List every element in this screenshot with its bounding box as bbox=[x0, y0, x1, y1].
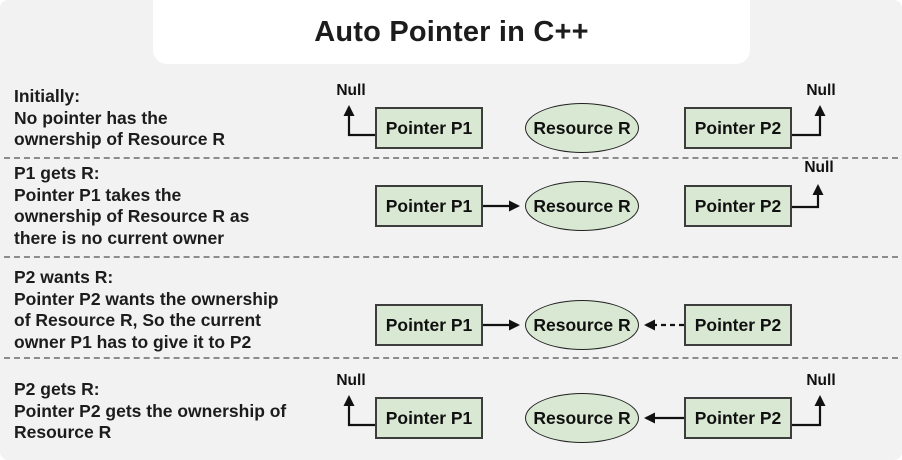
row3-description: P2 wants R: Pointer P2 wants the ownersh… bbox=[14, 267, 279, 352]
row2-null-label-right: Null bbox=[804, 159, 834, 176]
row4-pointer-p1-label: Pointer P1 bbox=[385, 407, 473, 428]
row4-description: P2 gets R: Pointer P2 gets the ownership… bbox=[14, 379, 287, 442]
row3-pointer-p1-node: Pointer P1 bbox=[375, 304, 483, 346]
row1-pointer-p1-label: Pointer P1 bbox=[385, 117, 473, 138]
row1-pointer-p2-label: Pointer P2 bbox=[694, 117, 782, 138]
row3-pointer-p2-label: Pointer P2 bbox=[694, 314, 782, 335]
row2-resource-node: Resource R bbox=[525, 181, 639, 231]
row1-description: Initially: No pointer has the ownership … bbox=[14, 86, 226, 149]
row4-resource-node: Resource R bbox=[525, 393, 639, 443]
row4-resource-label: Resource R bbox=[533, 407, 631, 428]
row3-pointer-p1-label: Pointer P1 bbox=[385, 314, 473, 335]
row1-resource-node: Resource R bbox=[525, 103, 639, 153]
row2-pointer-p2-node: Pointer P2 bbox=[684, 185, 792, 227]
row3-resource-node: Resource R bbox=[525, 300, 639, 350]
row2-pointer-p1-node: Pointer P1 bbox=[375, 185, 483, 227]
row1-pointer-p1-node: Pointer P1 bbox=[375, 107, 483, 149]
page-title: Auto Pointer in C++ bbox=[314, 15, 589, 48]
row4-pointer-p2-label: Pointer P2 bbox=[694, 407, 782, 428]
row4-p1-to-null-connector bbox=[343, 395, 375, 427]
row2-pointer-p2-label: Pointer P2 bbox=[694, 195, 782, 216]
row1-null-label-right: Null bbox=[806, 82, 836, 99]
row2-p2-to-null-connector bbox=[792, 184, 824, 209]
row1-null-label-left: Null bbox=[336, 82, 366, 99]
row1-p1-to-null-connector bbox=[343, 105, 375, 137]
row4-null-label-left: Null bbox=[336, 372, 366, 389]
row2-pointer-p1-label: Pointer P1 bbox=[385, 195, 473, 216]
row3-resource-label: Resource R bbox=[533, 314, 631, 335]
row1-resource-label: Resource R bbox=[533, 117, 631, 138]
row4-pointer-p2-node: Pointer P2 bbox=[684, 397, 792, 439]
row-separator-2 bbox=[4, 256, 898, 258]
row-separator-3 bbox=[4, 357, 898, 359]
title-card: Auto Pointer in C++ bbox=[153, 0, 750, 64]
row2-description: P1 gets R: Pointer P1 takes the ownershi… bbox=[14, 163, 250, 248]
row4-p2-to-null-connector bbox=[792, 395, 826, 427]
row4-pointer-p1-node: Pointer P1 bbox=[375, 397, 483, 439]
row3-pointer-p2-node: Pointer P2 bbox=[684, 304, 792, 346]
row2-resource-label: Resource R bbox=[533, 195, 631, 216]
row-separator-1 bbox=[4, 157, 898, 159]
row1-p2-to-null-connector bbox=[792, 105, 826, 137]
row4-null-label-right: Null bbox=[806, 372, 836, 389]
row1-pointer-p2-node: Pointer P2 bbox=[684, 107, 792, 149]
